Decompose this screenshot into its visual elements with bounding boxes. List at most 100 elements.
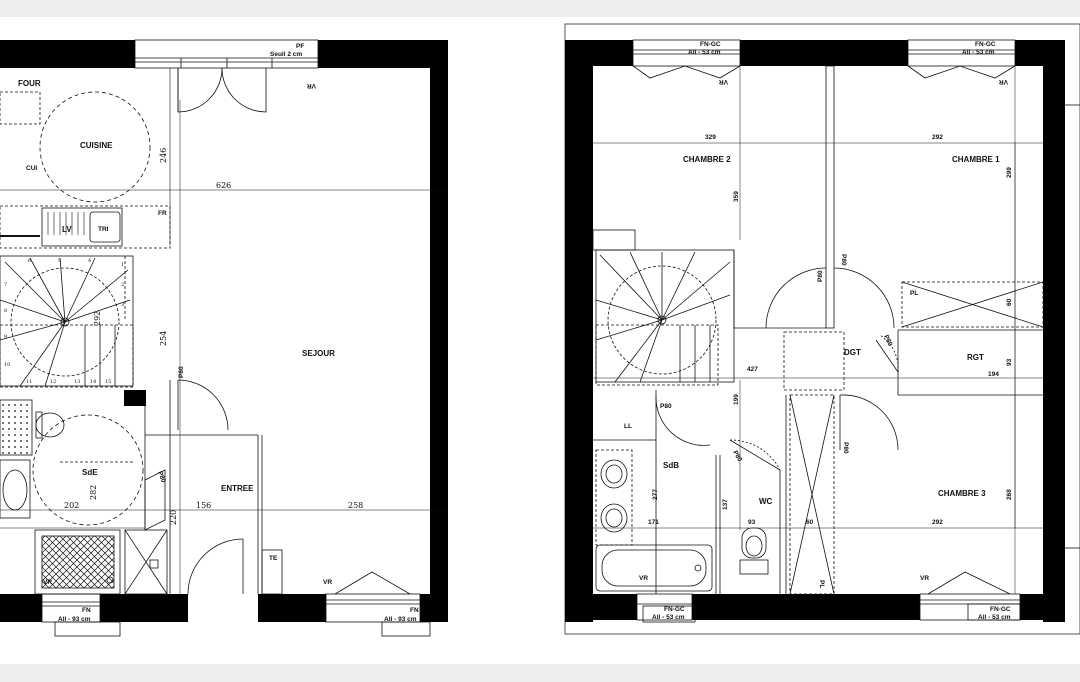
label-vr-tr: VR (999, 78, 1008, 85)
dim-258: 258 (348, 501, 363, 510)
stair-number: 10 (4, 362, 10, 368)
label-all-br: All - 53 cm (978, 614, 1011, 621)
stair-number: 8 (4, 308, 7, 314)
dim-292-top: 292 (932, 134, 943, 141)
gf-wall-bottom-d (420, 594, 448, 622)
label-all-tl: All - 53 cm (688, 49, 721, 56)
dim-292: 292 (93, 311, 102, 326)
label-fn-l: FN (82, 607, 91, 614)
dim-329: 329 (705, 134, 716, 141)
label-fngc-tr: FN-GC (975, 41, 996, 48)
dim-93-b: 93 (748, 519, 756, 526)
dim-246: 246 (159, 148, 168, 163)
label-all-bl: All - 53 cm (652, 614, 685, 621)
dim-277: 277 (652, 489, 659, 500)
label-seuil: Seuil 2 cm (270, 51, 302, 58)
stair-number: 2 (121, 282, 124, 288)
dim-254: 254 (159, 331, 168, 346)
dim-60-b: 60 (806, 519, 814, 526)
label-sejour: SEJOUR (302, 349, 335, 358)
label-rgt: RGT (967, 353, 984, 362)
label-dgt: DGT (844, 348, 861, 357)
label-te: TE (269, 555, 278, 562)
bottom-band (0, 664, 1080, 682)
stair-number: 3 (121, 302, 124, 308)
label-p80-3: P80 (882, 334, 893, 348)
dim-626: 626 (216, 181, 231, 190)
dim-299: 299 (1006, 167, 1013, 178)
label-fr: FR (158, 210, 167, 217)
uf-wall-left (565, 40, 593, 622)
gf-wall-top-right (318, 40, 448, 68)
dim-156: 156 (196, 501, 211, 510)
dim-199: 199 (733, 394, 740, 405)
label-vr-br: VR (323, 579, 332, 586)
uf-wall-top-a (565, 40, 633, 66)
dim-194: 194 (988, 371, 999, 378)
dim-93-a: 93 (1006, 358, 1013, 366)
uf-wall-top-b (740, 40, 908, 66)
label-p80-5: P80 (842, 442, 849, 454)
label-vr-br: VR (920, 575, 929, 582)
upper-floor-plan (564, 23, 1080, 635)
dim-171: 171 (648, 519, 659, 526)
dim-202: 202 (64, 501, 79, 510)
label-ll: LL (624, 423, 632, 430)
dim-137: 137 (722, 499, 729, 510)
label-lv: LV (62, 225, 72, 234)
stair-number: 6 (28, 258, 31, 264)
stair-number: 14 (90, 379, 96, 385)
dim-292-bottom: 292 (932, 519, 943, 526)
gf-wall-top-left (0, 40, 135, 68)
label-chambre-3: CHAMBRE 3 (938, 489, 986, 498)
label-p80-2: P80 (840, 254, 847, 266)
label-all-r: All - 93 cm (384, 616, 417, 623)
label-fn-r: FN (410, 607, 419, 614)
label-cui: CUI (26, 165, 37, 172)
stair-number: 13 (74, 379, 80, 385)
upper-floor-labels: CHAMBRE 2 CHAMBRE 1 CHAMBRE 3 DGT RGT Sd… (624, 41, 1013, 621)
label-all-tr: All - 53 cm (962, 49, 995, 56)
dim-220: 220 (169, 510, 178, 525)
label-tri: TRI (98, 226, 109, 233)
label-chambre-1: CHAMBRE 1 (952, 155, 1000, 164)
label-cuisine: CUISINE (80, 141, 113, 150)
dim-427: 427 (747, 366, 758, 373)
label-sdb: SdB (663, 461, 679, 470)
label-vr-bl: VR (43, 579, 52, 586)
label-wc: WC (759, 497, 773, 506)
uf-wall-bottom-b (692, 594, 920, 620)
gf-wall-bottom-a (0, 594, 42, 622)
label-chambre-2: CHAMBRE 2 (683, 155, 731, 164)
stair-number: 7 (4, 282, 7, 288)
stair-number: 4 (88, 258, 91, 264)
ground-floor-plan (0, 39, 448, 637)
label-all-l: All - 93 cm (58, 616, 91, 623)
dim-282: 282 (89, 485, 98, 500)
label-pf: PF (296, 43, 304, 50)
top-band (0, 0, 1080, 17)
label-pl-b: PL (818, 580, 825, 588)
stair-number: 9 (4, 334, 7, 340)
label-fngc-br: FN-GC (990, 606, 1011, 613)
label-four: FOUR (18, 79, 41, 88)
stair-number: 11 (26, 379, 32, 385)
label-p80-a: P80 (178, 366, 185, 378)
label-entree: ENTREE (221, 484, 254, 493)
dim-60-a: 60 (1006, 298, 1013, 306)
stair-number: 5 (58, 258, 61, 264)
uf-wall-bottom-c (1020, 594, 1065, 620)
label-p80-6: P80 (731, 450, 743, 464)
label-sde: SdE (82, 468, 98, 477)
stair-number: 12 (50, 379, 56, 385)
label-vr-tl: VR (719, 78, 728, 85)
uf-wall-right (1043, 40, 1065, 622)
stair-number: 1 (121, 262, 124, 268)
dim-268: 268 (1006, 489, 1013, 500)
label-fngc-tl: FN-GC (700, 41, 721, 48)
stair-number: 15 (105, 379, 111, 385)
ground-floor-labels: FOUR CUISINE CUI LV TRI FR SEJOUR ENTREE… (4, 43, 419, 623)
dim-359: 359 (733, 191, 740, 202)
label-pl-a: PL (910, 290, 918, 297)
